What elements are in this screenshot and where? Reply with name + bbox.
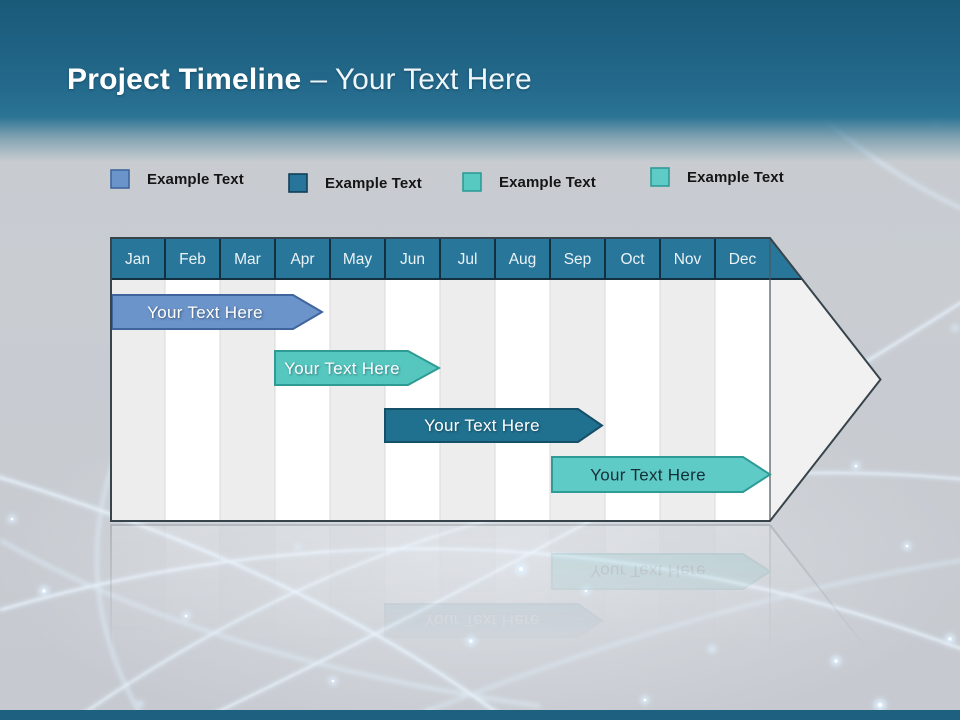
gantt-bar-3	[384, 408, 604, 443]
month-label: May	[343, 251, 373, 268]
month-label: Jun	[400, 251, 425, 268]
month-label: Oct	[620, 251, 645, 268]
legend-swatch-darkteal	[288, 173, 308, 193]
month-label: Aug	[509, 251, 537, 268]
legend-label: Example Text	[147, 170, 244, 188]
legend-item: Example Text	[650, 167, 784, 187]
arrow-outline	[110, 237, 882, 522]
month-label: Jul	[458, 251, 478, 268]
title-band	[0, 0, 960, 162]
gantt-bar-1-label: Your Text Here	[147, 303, 263, 322]
month-label: Jan	[125, 251, 150, 268]
gantt-bar-4-label: Your Text Here	[590, 466, 706, 485]
month-header-band	[110, 237, 815, 279]
legend-label: Example Text	[687, 168, 784, 186]
gantt-bar-4	[551, 456, 772, 493]
month-label: Dec	[729, 251, 757, 268]
gantt-bar-3-label: Your Text Here	[424, 416, 540, 435]
page-title: Project Timeline– Your Text Here	[67, 60, 532, 100]
month-label: Nov	[674, 251, 702, 268]
legend-item: Example Text	[110, 169, 244, 189]
legend-label: Example Text	[325, 174, 422, 192]
month-label: Feb	[179, 251, 206, 268]
month-label: Sep	[564, 251, 592, 268]
legend-item: Example Text	[288, 173, 422, 193]
legend-swatch-lightturquoise	[650, 167, 670, 187]
gantt-bar-2	[274, 350, 442, 386]
title-main: Project Timeline	[67, 63, 302, 96]
legend-label: Example Text	[499, 173, 596, 191]
legend-swatch-turquoise	[462, 172, 482, 192]
month-label: Mar	[234, 251, 261, 268]
legend-item: Example Text	[462, 172, 596, 192]
title-subtitle: – Your Text Here	[310, 63, 532, 96]
bottom-accent-bar	[0, 710, 960, 720]
month-header-separators	[110, 237, 810, 280]
glow-dots	[8, 9, 958, 715]
legend-swatch-blue	[110, 169, 130, 189]
month-label: Apr	[290, 251, 314, 268]
gantt-bar-2-label: Your Text Here	[284, 359, 400, 378]
timeline-chart: Jan Feb Mar Apr May Jun Jul Aug Sep Oct …	[110, 237, 882, 522]
